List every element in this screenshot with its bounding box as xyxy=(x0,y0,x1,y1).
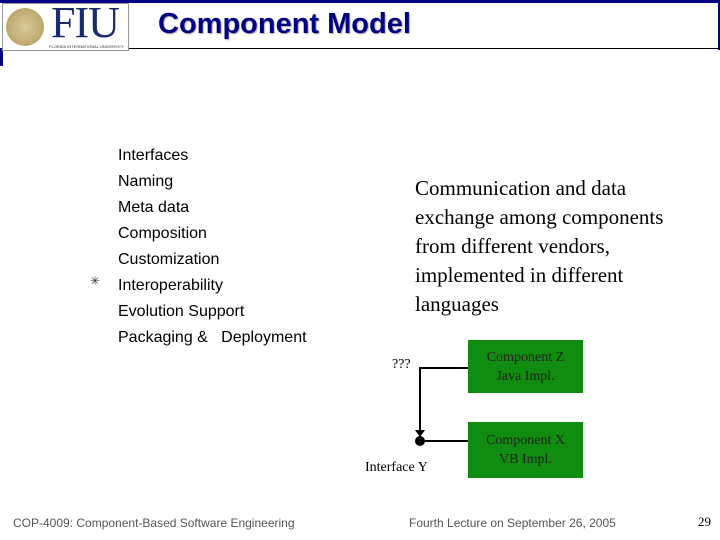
unknown-label: ??? xyxy=(392,357,411,372)
component-x-box: Component X VB Impl. xyxy=(468,422,583,478)
component-x-name: Component X xyxy=(486,433,565,448)
page-title: Component Model xyxy=(158,8,411,40)
arrow-head xyxy=(415,430,425,437)
asterisk-icon: ✳ xyxy=(90,274,101,288)
topic-list: Interfaces Naming Meta data Composition … xyxy=(118,143,307,351)
fiu-logo: FIU FLORIDA INTERNATIONAL UNIVERSITY xyxy=(2,3,129,51)
list-item: Meta data xyxy=(118,199,190,216)
connector-line xyxy=(419,367,468,432)
component-z-name: Component Z xyxy=(486,349,565,365)
right-border xyxy=(718,0,720,50)
seal-icon xyxy=(6,8,44,46)
left-border xyxy=(0,48,3,66)
list-item: Interoperability xyxy=(118,277,223,294)
component-x-impl: VB Impl. xyxy=(499,452,552,467)
logo-subtext: FLORIDA INTERNATIONAL UNIVERSITY xyxy=(49,44,124,49)
list-item: Evolution Support xyxy=(118,303,245,320)
component-z-impl: Java Impl. xyxy=(496,368,555,384)
page-number: 29 xyxy=(698,514,711,529)
component-z-box: Component Z Java Impl. xyxy=(468,340,583,393)
list-item: Naming xyxy=(118,173,174,190)
top-border xyxy=(0,0,720,3)
list-item: Composition xyxy=(118,225,207,242)
interface-label: Interface Y xyxy=(365,460,428,475)
footer-course: COP-4009: Component-Based Software Engin… xyxy=(13,516,295,530)
list-item: Customization xyxy=(118,251,220,268)
description: Communication and data exchange among co… xyxy=(415,176,664,316)
title-divider xyxy=(128,48,720,49)
list-item: Packaging & Deployment xyxy=(118,329,307,346)
logo-text: FIU xyxy=(51,4,119,42)
footer-lecture: Fourth Lecture on September 26, 2005 xyxy=(409,516,616,530)
list-item: Interfaces xyxy=(118,147,189,164)
